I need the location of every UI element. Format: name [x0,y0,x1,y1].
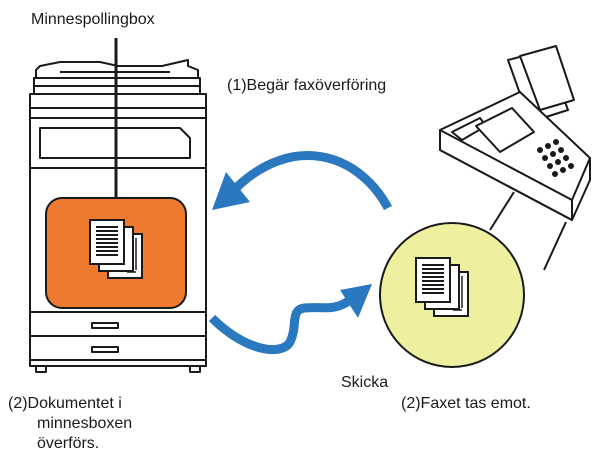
document-label-line1: (2)Dokumentet i [8,395,122,412]
fax-machine-icon [439,45,591,221]
curved-arrow-left-icon [212,151,392,211]
request-label: (1)Begär faxöverföring [227,77,387,94]
send-label: Skicka [341,374,389,391]
memory-box-label: Minnespollingbox [31,11,155,28]
document-label-line3: överförs. [37,435,100,452]
callout-line-right [543,221,567,271]
fax-received-label: (2)Faxet tas emot. [401,395,531,412]
document-transferred-label: (2)Dokumentet i minnesboxen överförs. [8,394,208,454]
callout-line-left [489,191,515,231]
curved-arrow-right-icon [208,284,372,355]
document-label-line2: minnesboxen [37,415,133,432]
